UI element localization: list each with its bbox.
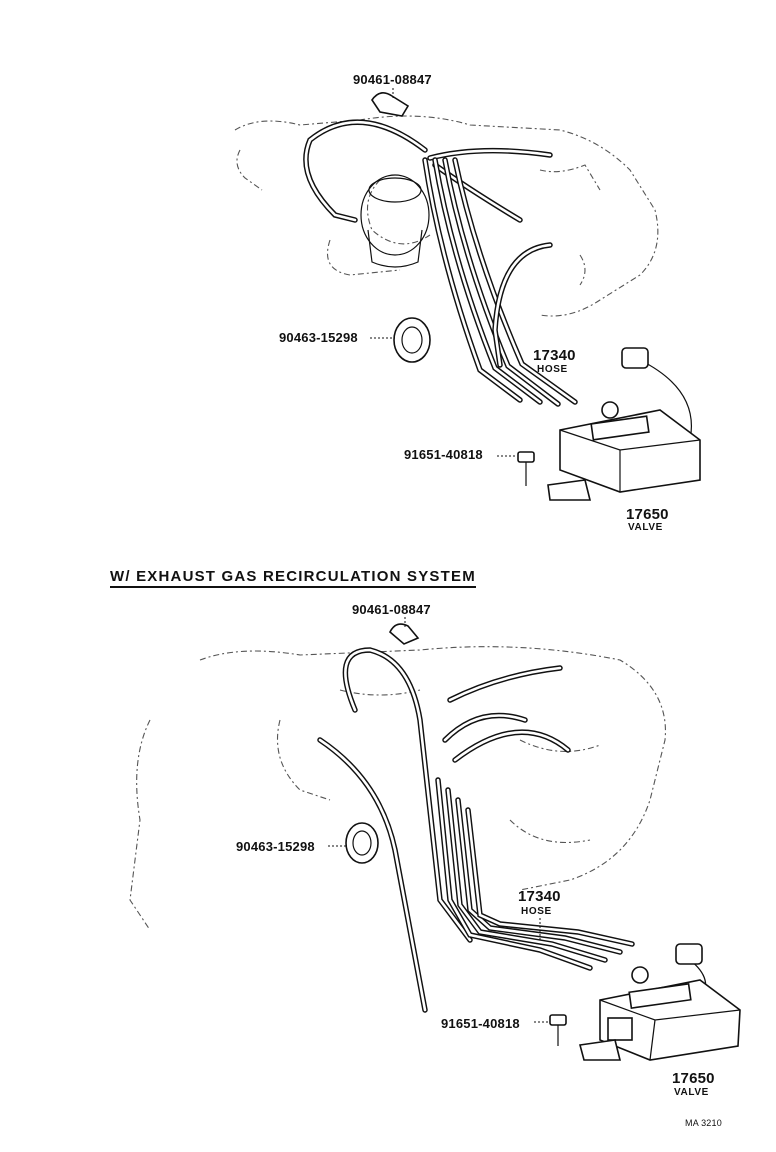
bottom-engine-outline [129,646,667,931]
bottom-hose-part-number: 17340 [518,888,561,905]
top-hose-name: HOSE [537,364,568,375]
bottom-hose-name: HOSE [521,906,552,917]
top-band-part-number: 90463-15298 [279,330,358,345]
top-valve-name: VALVE [628,522,663,533]
top-leaders [370,88,515,457]
bottom-clamp-part-number: 90461-08847 [352,602,431,617]
bottom-hose-band [345,822,379,864]
top-hose-band [393,317,431,363]
bottom-valve-part-number: 17650 [672,1070,715,1087]
bottom-leaders [328,617,548,1023]
bottom-bolt-part-number: 91651-40818 [441,1016,520,1031]
top-distributor [360,174,430,268]
top-hose-part-number: 17340 [533,347,576,364]
top-bolt-part-number: 91651-40818 [404,447,483,462]
bottom-bolt [549,1014,567,1046]
figure-code: MA 3210 [685,1118,722,1128]
top-bolt [517,451,535,486]
top-vacuum-hoses [303,119,578,407]
bottom-vsv-valve [578,966,741,1061]
bottom-valve-name: VALVE [674,1087,709,1098]
bottom-clamp [389,623,420,645]
top-connector-wire [621,347,692,441]
bottom-band-part-number: 90463-15298 [236,839,315,854]
top-clamp-part-number: 90461-08847 [353,72,432,87]
section-heading: W/ EXHAUST GAS RECIRCULATION SYSTEM [110,568,476,588]
top-clamp [371,92,410,117]
top-vsv-valve [547,401,701,501]
bottom-vacuum-hoses [317,647,635,1013]
top-valve-part-number: 17650 [626,506,669,523]
